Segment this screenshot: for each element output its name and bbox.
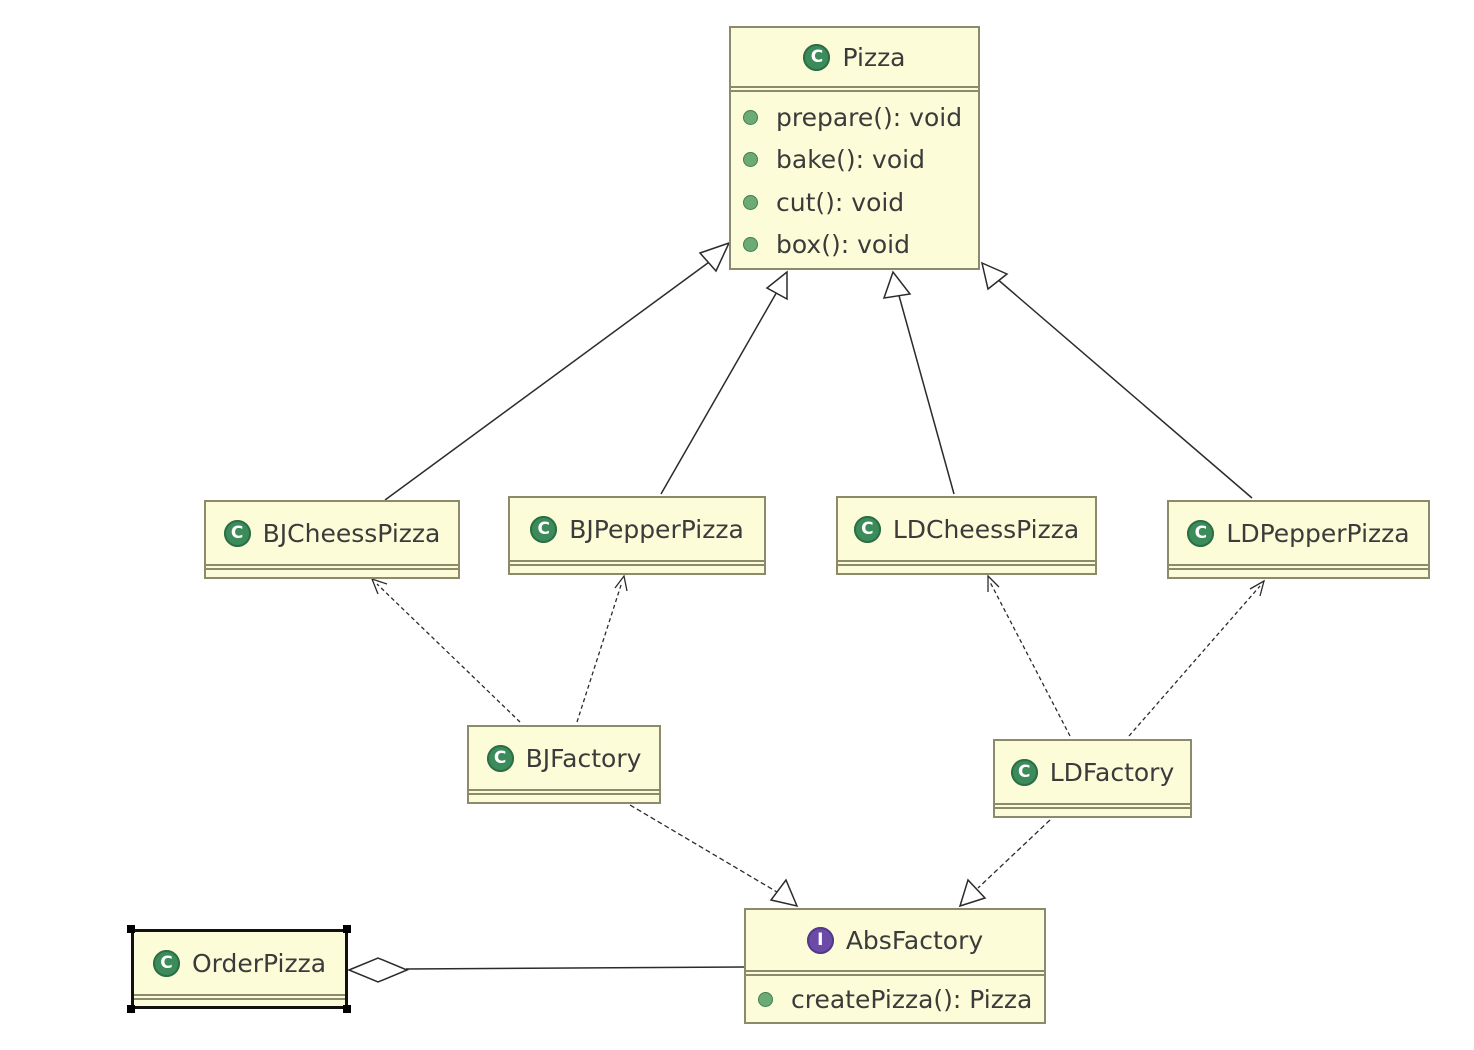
class-header: C BJPepperPizza: [510, 498, 764, 560]
realization-line-bjfactory: [629, 804, 778, 893]
selection-handle[interactable]: [127, 925, 135, 933]
class-name: BJCheessPizza: [262, 518, 441, 548]
class-header: C LDFactory: [995, 741, 1190, 803]
class-pizza[interactable]: C Pizza prepare(): void bake(): void cut…: [729, 26, 980, 270]
generalization-arrowhead: [765, 270, 788, 301]
class-header: C BJFactory: [469, 727, 659, 789]
class-icon: C: [1010, 758, 1038, 786]
attribute-separator: [206, 564, 458, 570]
generalization-arrowhead: [980, 261, 1009, 291]
interface-icon: I: [806, 926, 834, 954]
attribute-separator: [731, 86, 978, 92]
attribute-separator: [838, 560, 1095, 566]
class-name: BJPepperPizza: [569, 514, 744, 544]
method-item[interactable]: prepare(): void: [743, 96, 978, 139]
selection-handle[interactable]: [343, 1005, 351, 1013]
class-header: C BJCheessPizza: [206, 502, 458, 564]
realization-line-ldfactory: [977, 819, 1051, 889]
dependency-arrowhead: [1249, 579, 1266, 597]
class-icon: C: [152, 949, 180, 977]
public-method-icon: [743, 152, 758, 168]
method-item[interactable]: bake(): void: [743, 139, 978, 182]
public-method-icon: [743, 109, 758, 125]
method-signature: cut(): void: [776, 187, 905, 217]
class-header: C Pizza: [731, 28, 978, 86]
class-header: I AbsFactory: [746, 910, 1044, 970]
method-signature: prepare(): void: [776, 102, 963, 132]
class-name: AbsFactory: [845, 925, 984, 955]
class-icon: C: [853, 515, 881, 543]
method-signature: createPizza(): Pizza: [791, 984, 1033, 1014]
class-header: C LDCheessPizza: [838, 498, 1095, 560]
class-icon: C: [486, 744, 514, 772]
attribute-separator: [510, 560, 764, 566]
dependency-line-ldfactory-ldchees: [989, 581, 1071, 737]
class-name: LDPepperPizza: [1226, 518, 1410, 548]
dependency-arrowhead: [370, 577, 388, 595]
generalization-arrowhead: [882, 270, 912, 299]
method-signature: box(): void: [776, 230, 910, 260]
method-item[interactable]: box(): void: [743, 224, 978, 267]
class-bjcheesspizza[interactable]: C BJCheessPizza: [204, 500, 460, 579]
class-ldcheesspizza[interactable]: C LDCheessPizza: [836, 496, 1097, 575]
generalization-arrowhead: [698, 241, 731, 273]
aggregation-line: [405, 966, 746, 970]
class-name: BJFactory: [525, 743, 642, 773]
attribute-separator: [469, 789, 659, 795]
realization-arrowhead: [958, 878, 987, 908]
attribute-separator: [746, 970, 1044, 976]
dependency-arrowhead: [987, 574, 1000, 592]
dependency-line-bjfactory-bjchees: [376, 583, 521, 723]
class-bjfactory[interactable]: C BJFactory: [467, 725, 661, 804]
class-icon: C: [1187, 519, 1215, 547]
method-item[interactable]: createPizza(): Pizza: [758, 978, 1044, 1021]
class-icon: C: [530, 515, 558, 543]
generalization-line-ldpepper: [995, 277, 1253, 499]
realization-arrowhead: [769, 878, 799, 908]
public-method-icon: [758, 991, 773, 1007]
public-method-icon: [743, 194, 758, 210]
class-orderpizza[interactable]: C OrderPizza: [131, 929, 348, 1009]
dependency-arrowhead: [614, 574, 628, 592]
method-list: createPizza(): Pizza: [746, 976, 1044, 1021]
attribute-separator: [1169, 564, 1428, 570]
method-signature: bake(): void: [776, 145, 925, 175]
class-icon: C: [223, 519, 251, 547]
selection-handle[interactable]: [343, 925, 351, 933]
class-name: LDFactory: [1049, 757, 1175, 787]
generalization-line-bjpepper: [660, 289, 779, 495]
attribute-separator: [134, 994, 345, 1000]
generalization-line-ldchees: [897, 291, 955, 495]
class-ldfactory[interactable]: C LDFactory: [993, 739, 1192, 818]
class-header: C LDPepperPizza: [1169, 502, 1428, 564]
class-bjpepperpizza[interactable]: C BJPepperPizza: [508, 496, 766, 575]
method-list: prepare(): void bake(): void cut(): void…: [731, 92, 978, 266]
class-name: OrderPizza: [191, 948, 327, 978]
dependency-line-ldfactory-ldpepper: [1128, 585, 1261, 737]
class-name: LDCheessPizza: [892, 514, 1080, 544]
dependency-line-bjfactory-bjpepper: [576, 581, 623, 723]
class-ldpepperpizza[interactable]: C LDPepperPizza: [1167, 500, 1430, 579]
method-item[interactable]: cut(): void: [743, 181, 978, 224]
aggregation-diamond: [347, 957, 409, 983]
attribute-separator: [995, 803, 1190, 809]
class-name: Pizza: [842, 42, 906, 72]
interface-absfactory[interactable]: I AbsFactory createPizza(): Pizza: [744, 908, 1046, 1024]
class-header: C OrderPizza: [134, 932, 345, 994]
class-icon: C: [803, 43, 831, 71]
public-method-icon: [743, 237, 758, 253]
selection-handle[interactable]: [127, 1005, 135, 1013]
generalization-line-bjchees: [384, 256, 717, 501]
